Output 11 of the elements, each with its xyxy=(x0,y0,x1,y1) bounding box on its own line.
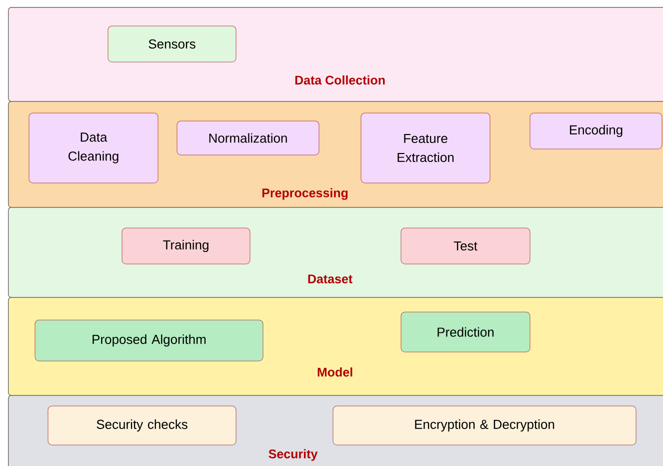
process-box: Security checks xyxy=(48,406,236,446)
process-box: Prediction xyxy=(400,312,530,352)
process-box: Encryption & Decryption xyxy=(332,406,636,446)
process-box: Data Cleaning xyxy=(28,112,158,184)
process-box: Sensors xyxy=(108,26,236,62)
process-box: Normalization xyxy=(176,120,320,156)
process-box: Training xyxy=(122,228,250,264)
process-box: Feature Extraction xyxy=(360,112,490,184)
process-box: Encoding xyxy=(530,112,662,150)
process-box: Test xyxy=(400,228,530,264)
process-box: Proposed Algorithm xyxy=(34,320,264,362)
